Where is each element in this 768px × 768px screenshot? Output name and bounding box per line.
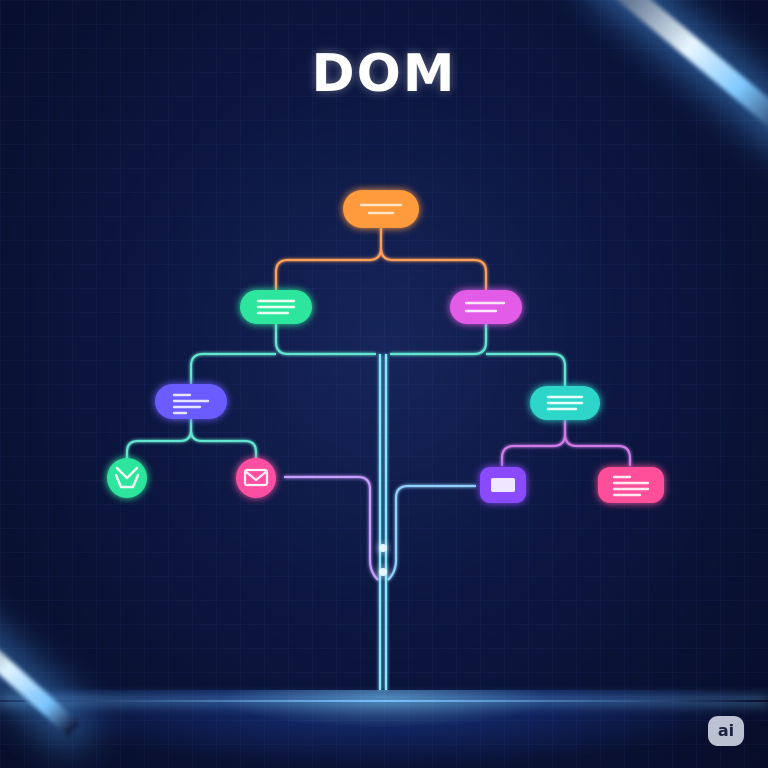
node-root xyxy=(343,190,419,228)
download-icon xyxy=(114,466,140,489)
edge-child-right-down xyxy=(390,324,488,356)
node-leaf-mail xyxy=(236,458,276,498)
trunk-dot-upper xyxy=(379,544,387,552)
edge-child-left-down xyxy=(274,324,376,356)
text-lines-icon xyxy=(612,475,650,497)
edge-root-children xyxy=(274,228,488,290)
floor-line xyxy=(0,700,768,702)
node-leaf-card xyxy=(480,467,526,503)
ai-badge: ai xyxy=(708,716,744,746)
node-grandchild-right xyxy=(530,386,600,420)
text-lines-icon xyxy=(256,299,296,315)
envelope-icon xyxy=(243,468,269,487)
node-child-right xyxy=(450,290,522,324)
edge-mail-to-trunk xyxy=(284,475,379,581)
node-leaf-doc xyxy=(598,467,664,503)
text-lines-icon xyxy=(359,203,403,215)
trunk-dot-lower xyxy=(379,568,387,576)
text-lines-icon xyxy=(172,393,210,415)
edge-to-grandchild-right xyxy=(486,352,567,386)
text-lines-icon xyxy=(464,301,506,313)
card-icon xyxy=(491,478,515,492)
text-lines-icon xyxy=(546,395,584,411)
edge-card-to-trunk xyxy=(387,484,476,581)
node-child-left xyxy=(240,290,312,324)
floor-glow xyxy=(0,690,768,768)
edge-to-grandchild-left xyxy=(189,352,276,384)
node-grandchild-left xyxy=(155,384,227,419)
page-title: DOM xyxy=(311,44,457,104)
edge-grandchild-right-leaves xyxy=(500,420,632,466)
node-leaf-download xyxy=(107,458,147,498)
edge-grandchild-left-leaves xyxy=(125,419,258,460)
